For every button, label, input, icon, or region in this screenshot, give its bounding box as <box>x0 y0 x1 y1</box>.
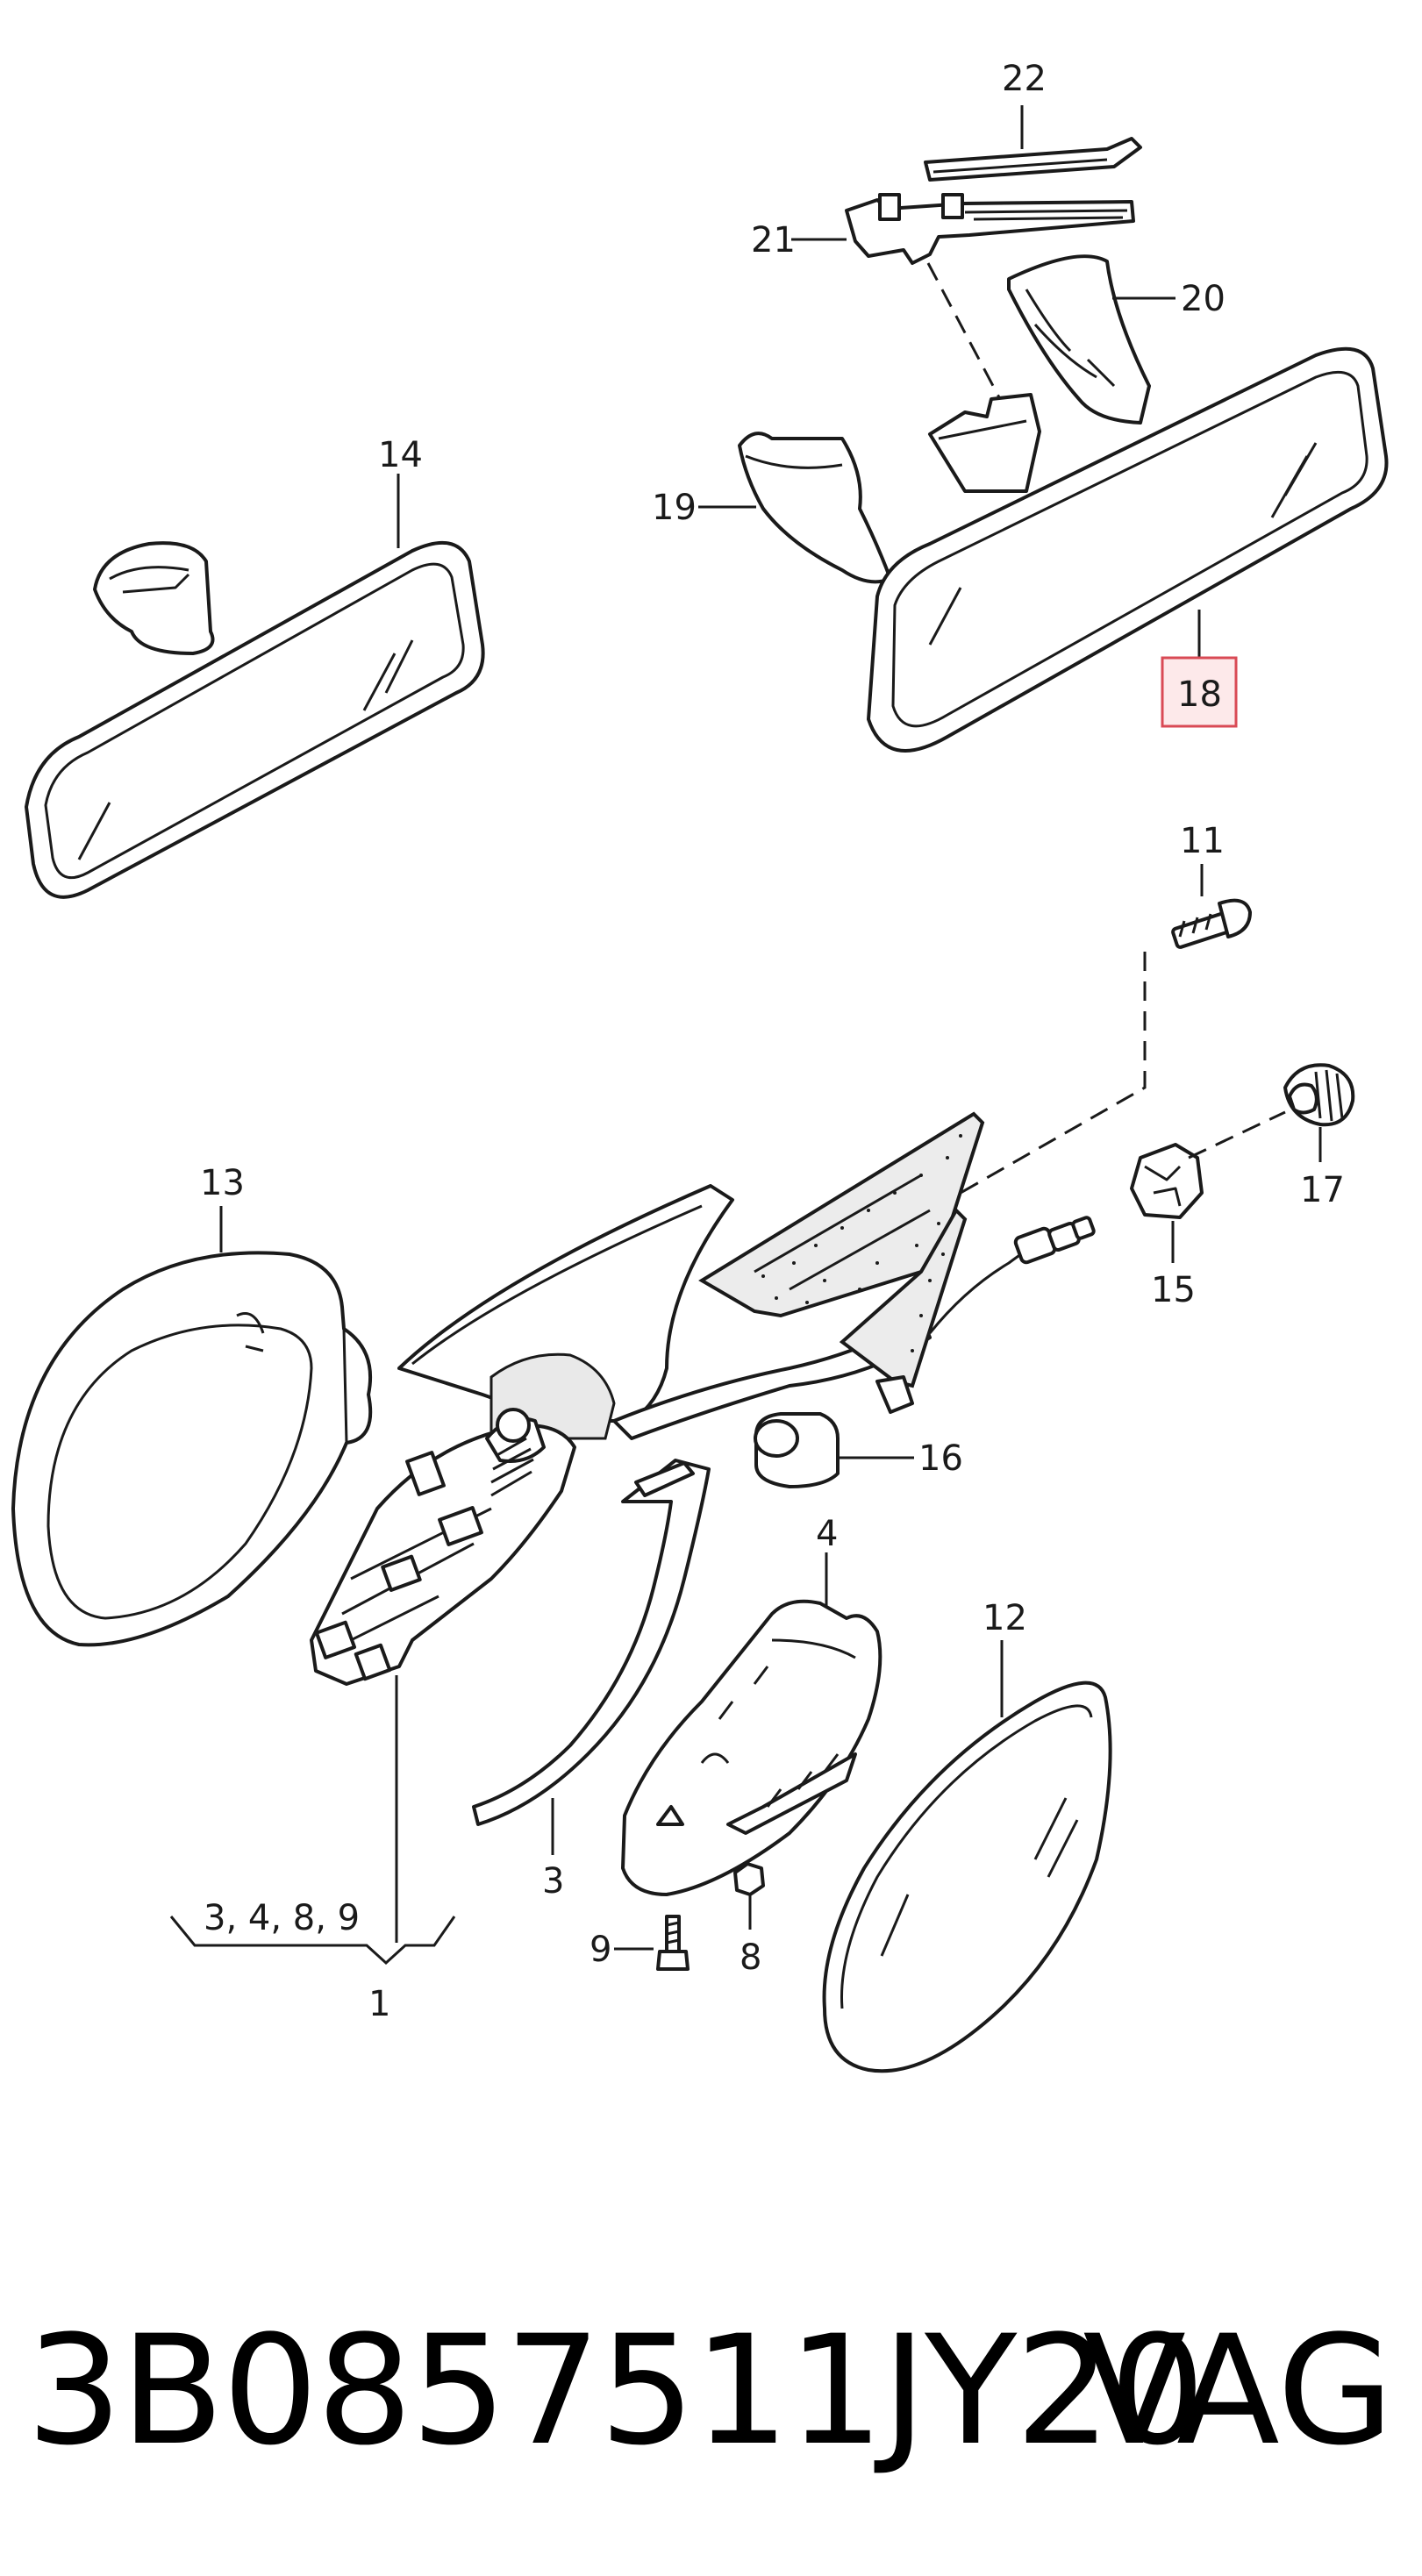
callout-16: 16 <box>918 1438 963 1479</box>
callout-15: 15 <box>1151 1270 1196 1310</box>
part-18-rearview-mirror <box>867 346 1389 753</box>
callout-22: 22 <box>1002 59 1047 99</box>
callout-13: 13 <box>200 1163 245 1203</box>
callout-1-group-list: 3, 4, 8, 9 <box>204 1898 360 1938</box>
part-16-grommet <box>754 1412 840 1488</box>
callout-3: 3 <box>542 1861 564 1902</box>
part-12-mirror-glass <box>822 1680 1112 2073</box>
part-11-bolt <box>1171 898 1252 949</box>
dash-15-to-17 <box>1188 1110 1286 1160</box>
callout-12: 12 <box>983 1598 1027 1638</box>
dash-11-to-base <box>960 952 1147 1195</box>
part-19-shell-lower <box>738 432 892 584</box>
group-bracket-1 <box>169 1916 456 1966</box>
footer-brand: VAG <box>1083 2302 1394 2479</box>
callout-14: 14 <box>378 435 423 475</box>
dash-21-to-mount <box>926 262 1002 400</box>
part-21-mounting-bracket <box>845 193 1135 265</box>
callout-17: 17 <box>1300 1170 1345 1210</box>
part-22-cover-strip <box>924 137 1142 182</box>
part-4-inner-cover <box>621 1599 882 1896</box>
callout-21: 21 <box>751 220 796 260</box>
cable-connector <box>1013 1216 1096 1265</box>
callout-11: 11 <box>1180 821 1225 861</box>
callout-19: 19 <box>652 488 697 528</box>
speckled-gasket <box>698 1111 985 1414</box>
part-15-adjuster-nut <box>1130 1143 1204 1219</box>
part-8-nut <box>733 1862 765 1896</box>
part-17-knob <box>1283 1063 1355 1127</box>
callout-20: 20 <box>1181 279 1225 319</box>
callout-18: 18 <box>1177 674 1222 715</box>
callout-1: 1 <box>368 1984 390 2024</box>
footer-part-number: 3B0857511JY20 <box>26 2302 1205 2479</box>
callout-18-highlight <box>1161 656 1238 728</box>
callout-8: 8 <box>740 1937 761 1978</box>
callout-4: 4 <box>816 1514 838 1554</box>
part-9-screw <box>656 1915 690 1971</box>
part-14-rearview-mirror <box>25 540 485 899</box>
part-13-housing-cap <box>11 1251 373 1647</box>
callout-9: 9 <box>590 1930 611 1970</box>
part-3-trim-seal <box>472 1459 711 1826</box>
mirror-adjuster-mechanism <box>310 1408 576 1686</box>
mirror-mount-foot <box>928 393 1041 493</box>
